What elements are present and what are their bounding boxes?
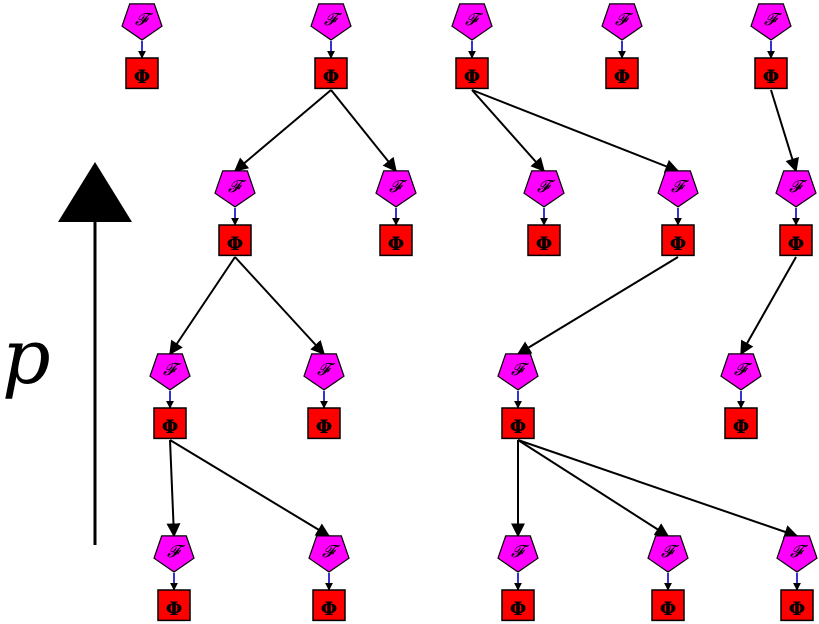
edge-n12-n18 [517, 439, 799, 539]
square-label: Φ [388, 233, 405, 255]
node-n18: 𝓕Φ [776, 535, 818, 622]
node-n7: 𝓕Φ [523, 170, 565, 257]
square-label: Φ [510, 598, 527, 620]
pentagon-shape [775, 170, 817, 208]
node-n5: 𝓕Φ [214, 170, 256, 257]
edge-n10-n14 [166, 439, 181, 538]
edge-n2-n7 [471, 89, 545, 173]
pentagon-shape [523, 170, 565, 208]
pentagon-shape [375, 170, 417, 208]
pentagon-shape [153, 535, 195, 573]
square-shape [724, 407, 758, 440]
square-shape [379, 224, 413, 257]
edge-n5-n11 [234, 256, 325, 356]
edge-n1-n5 [233, 89, 332, 172]
pentagon-shape [776, 535, 818, 573]
square-shape [455, 57, 489, 90]
node-n10: 𝓕Φ [149, 353, 191, 440]
square-label: Φ [323, 66, 340, 88]
node-n16: 𝓕Φ [497, 535, 539, 622]
node-n2: 𝓕Φ [451, 3, 493, 90]
square-label: Φ [227, 233, 244, 255]
pentagon-shape [657, 170, 699, 208]
edge-n5-n10 [169, 256, 236, 356]
node-n8: 𝓕Φ [657, 170, 699, 257]
pentagon-shape [497, 353, 539, 391]
square-label: Φ [464, 66, 481, 88]
square-shape [307, 407, 341, 440]
square-label: Φ [321, 598, 338, 620]
square-shape [651, 589, 685, 622]
node-n11: 𝓕Φ [303, 353, 345, 440]
square-shape [153, 407, 187, 440]
node-n4: 𝓕Φ [750, 3, 792, 90]
square-label: Φ [614, 66, 631, 88]
node-n14: 𝓕Φ [153, 535, 195, 622]
square-label: Φ [536, 233, 553, 255]
square-label: Φ [162, 416, 179, 438]
square-label: Φ [763, 66, 780, 88]
square-shape [605, 57, 639, 90]
edges [166, 89, 799, 539]
edge-n8-n12 [516, 256, 679, 355]
edge-n9-n13 [740, 256, 797, 356]
node-n0: 𝓕Φ [121, 3, 163, 90]
pentagon-shape [214, 170, 256, 208]
square-label: Φ [166, 598, 183, 620]
square-shape [779, 224, 813, 257]
node-n3: 𝓕Φ [601, 3, 643, 90]
pentagon-shape [121, 3, 163, 41]
edge-n2-n8 [471, 89, 680, 173]
square-label: Φ [134, 66, 151, 88]
node-n12: 𝓕Φ [497, 353, 539, 440]
square-shape [125, 57, 159, 90]
pentagon-shape [308, 535, 350, 573]
square-shape [527, 224, 561, 257]
axis-arrowhead [58, 162, 132, 222]
pentagon-shape [149, 353, 191, 391]
square-shape [218, 224, 252, 257]
square-label: Φ [788, 233, 805, 255]
square-shape [780, 589, 814, 622]
node-n17: 𝓕Φ [647, 535, 689, 622]
square-shape [754, 57, 788, 90]
pentagon-shape [303, 353, 345, 391]
pentagon-shape [750, 3, 792, 41]
square-shape [314, 57, 348, 90]
square-label: Φ [789, 598, 806, 620]
p-axis: p [2, 162, 132, 545]
node-n6: 𝓕Φ [375, 170, 417, 257]
pentagon-shape [451, 3, 493, 41]
axis-label: p [2, 312, 51, 401]
edge-n12-n17 [517, 439, 670, 537]
node-n15: 𝓕Φ [308, 535, 350, 622]
pentagon-shape [310, 3, 352, 41]
pentagon-shape [720, 353, 762, 391]
node-n1: 𝓕Φ [310, 3, 352, 90]
square-shape [661, 224, 695, 257]
square-shape [157, 589, 191, 622]
edge-n4-n9 [770, 89, 799, 173]
square-shape [501, 589, 535, 622]
edge-n10-n15 [169, 439, 331, 537]
edge-n1-n6 [330, 89, 397, 173]
square-label: Φ [510, 416, 527, 438]
pentagon-shape [647, 535, 689, 573]
pentagon-shape [497, 535, 539, 573]
square-shape [312, 589, 346, 622]
square-shape [501, 407, 535, 440]
square-label: Φ [316, 416, 333, 438]
square-label: Φ [660, 598, 677, 620]
square-label: Φ [670, 233, 687, 255]
node-n13: 𝓕Φ [720, 353, 762, 440]
square-label: Φ [733, 416, 750, 438]
pentagon-shape [601, 3, 643, 41]
node-n9: 𝓕Φ [775, 170, 817, 257]
